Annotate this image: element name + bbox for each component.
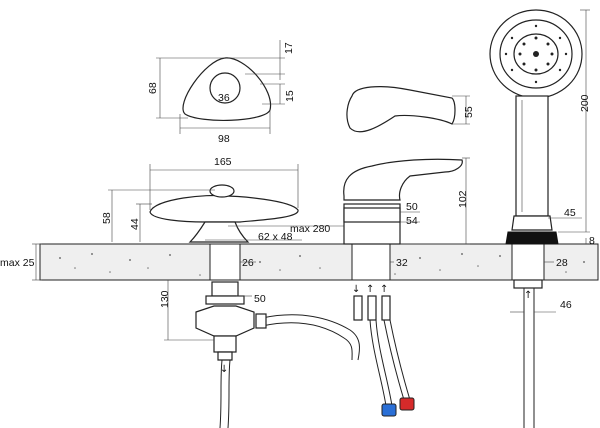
- label-stem-32: 32: [396, 257, 408, 269]
- diverter-valve: 130 50 ↓: [159, 280, 266, 428]
- label-shower-200: 200: [579, 94, 591, 112]
- knob-top-view: 36 68 17 15 98: [147, 40, 296, 145]
- label-knob-44: 44: [129, 218, 141, 230]
- connection-hose: [255, 313, 361, 361]
- label-knob-17: 17: [283, 42, 295, 54]
- label-spout-55: 55: [463, 106, 475, 118]
- label-knob-165: 165: [214, 156, 232, 168]
- label-knob-58: 58: [101, 212, 113, 224]
- label-knob-68: 68: [147, 82, 159, 94]
- countertop-deck: [39, 243, 599, 281]
- cold-connector: [381, 403, 397, 417]
- label-mixer-50: 50: [406, 201, 418, 213]
- label-mixer-102: 102: [457, 190, 469, 208]
- label-stem-26: 26: [242, 257, 254, 269]
- hot-connector: [399, 397, 415, 411]
- stems: 26 32 28: [240, 257, 568, 269]
- spout-side-view: 55: [346, 86, 475, 133]
- label-62x48: 62 x 48: [258, 231, 293, 243]
- dim-deck-thickness: max 25: [0, 243, 42, 281]
- shower-arrow-up-icon: ↑: [524, 290, 532, 301]
- arrow-up-icon: ↑: [366, 284, 374, 295]
- label-diverter-50: 50: [254, 293, 266, 305]
- shower-head: 200 45 8: [489, 9, 595, 247]
- label-knob-hole: 36: [218, 92, 230, 104]
- arrow-down-icon: ↓: [352, 284, 360, 295]
- diverter-knob-front: 165 58 44 max 280 62 x 48: [101, 156, 355, 243]
- label-shower-45: 45: [564, 207, 576, 219]
- shower-hose: ↑ 46: [510, 279, 572, 428]
- label-max-25: max 25: [0, 257, 35, 269]
- mixer-body: 102 50 54: [343, 157, 470, 245]
- label-hose-46: 46: [560, 299, 572, 311]
- label-knob-98: 98: [218, 133, 230, 145]
- label-shower-8: 8: [589, 235, 595, 247]
- label-depth-130: 130: [159, 290, 171, 308]
- label-mixer-54: 54: [406, 215, 418, 227]
- arrow-up-icon: ↑: [380, 284, 388, 295]
- flow-arrow-down-icon: ↓: [220, 364, 228, 375]
- label-max-280: max 280: [290, 223, 330, 235]
- label-stem-28: 28: [556, 257, 568, 269]
- supply-hoses: ↓ ↑ ↑: [352, 284, 415, 417]
- label-knob-15: 15: [284, 90, 296, 102]
